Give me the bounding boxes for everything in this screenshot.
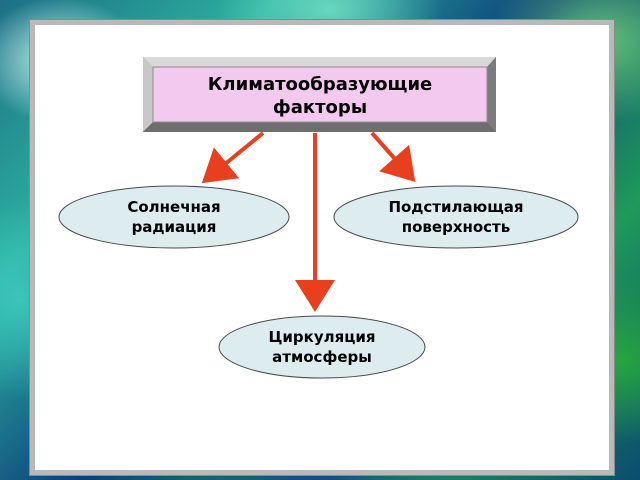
atmospheric-circulation-line-2: атмосферы bbox=[272, 348, 372, 366]
arrow-to-underlying-surface bbox=[370, 131, 416, 182]
main-box-line-1: Климатообразующие bbox=[208, 74, 433, 95]
atmospheric-circulation-ellipse bbox=[218, 315, 426, 379]
solar-radiation-node: Солнечная радиация bbox=[58, 185, 290, 249]
solar-radiation-ellipse bbox=[58, 185, 290, 249]
arrow-to-solar-radiation bbox=[201, 131, 265, 184]
atmospheric-circulation-line-1: Циркуляция bbox=[269, 328, 376, 346]
underlying-surface-node: Подстилающая поверхность bbox=[333, 185, 579, 249]
main-box-bevel-left bbox=[143, 57, 153, 132]
underlying-surface-ellipse bbox=[333, 185, 579, 249]
main-box-bevel-top bbox=[143, 57, 496, 67]
solar-radiation-line-1: Солнечная bbox=[127, 198, 220, 216]
main-factor-box: Климатообразующие факторы bbox=[143, 57, 496, 132]
main-box-line-2: факторы bbox=[273, 97, 367, 118]
underlying-surface-line-1: Подстилающая bbox=[388, 198, 523, 216]
solar-radiation-line-2: радиация bbox=[132, 218, 217, 236]
underlying-surface-line-2: поверхность bbox=[402, 218, 511, 236]
main-box-face bbox=[152, 66, 488, 123]
main-box-bevel-right bbox=[487, 57, 496, 132]
atmospheric-circulation-node: Циркуляция атмосферы bbox=[218, 315, 426, 379]
main-box-bevel-bottom bbox=[143, 122, 496, 132]
